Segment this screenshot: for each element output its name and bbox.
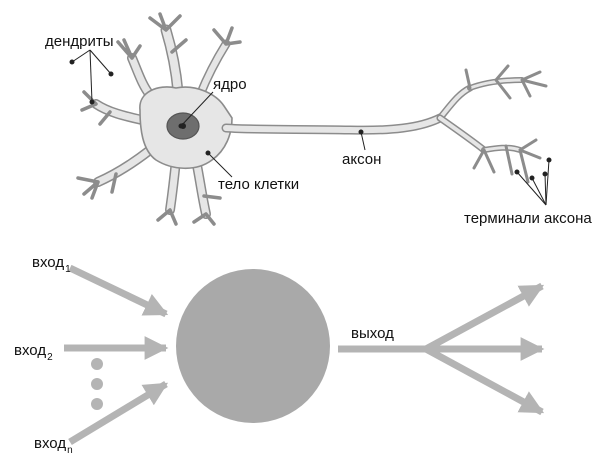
neuron-leader-lines [69,49,552,206]
input-1-label: вход1 [32,254,71,275]
cell-body-label: тело клетки [218,176,300,193]
axon-terminal-branches [436,64,548,184]
input-n-base: вход [34,435,67,452]
neuron-node-circle [176,269,330,423]
output-arrow-up [424,282,545,353]
dendrites-label: дендриты [45,33,114,50]
input-arrow-1 [68,264,169,318]
ellipsis-dots [91,358,103,410]
input-2-label: вход2 [14,342,53,363]
input-n-subscript: n [67,445,73,456]
axon-shaft [221,113,445,135]
input-n-label: входn [34,435,73,456]
input-1-base: вход [32,254,65,271]
output-arrow-down [424,345,545,416]
output-label: выход [351,325,394,342]
input-2-base: вход [14,342,47,359]
axon-terminals-label: терминали аксона [464,210,592,227]
input-2-subscript: 2 [47,352,53,363]
artificial-neuron-model [64,264,545,445]
input-arrow-n [68,381,169,445]
nucleus-label: ядро [213,76,247,93]
input-1-subscript: 1 [65,264,71,275]
axon-label: аксон [342,151,382,168]
biological-neuron [76,12,548,226]
